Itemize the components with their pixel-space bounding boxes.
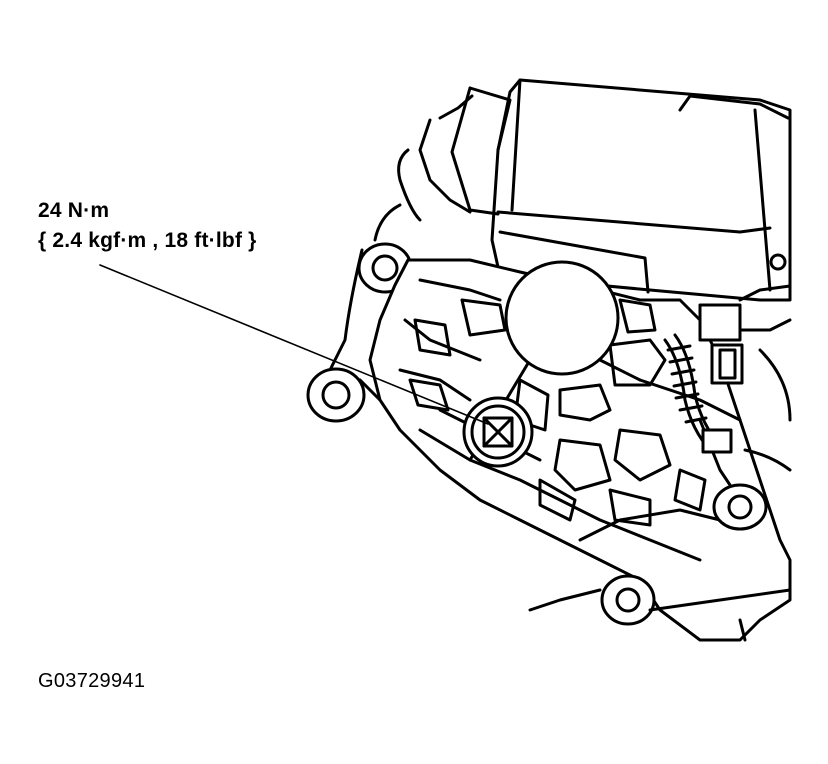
bracket-pockets <box>410 295 705 525</box>
figure-id: G03729941 <box>38 670 146 692</box>
starter-motor <box>420 80 790 300</box>
wiring-harness <box>665 255 790 470</box>
torque-spec-callout: 24 N·m { 2.4 kgf·m , 18 ft·lbf } <box>38 196 257 256</box>
torque-alt-units: { 2.4 kgf·m , 18 ft·lbf } <box>38 229 257 252</box>
callout-leader-line <box>100 265 488 424</box>
torque-bolt <box>464 398 532 466</box>
bracket-left-lobes <box>308 150 480 480</box>
central-bore <box>506 262 618 374</box>
lower-mount-eyes <box>530 485 790 640</box>
torque-nm-value: 24 N·m <box>38 199 110 222</box>
